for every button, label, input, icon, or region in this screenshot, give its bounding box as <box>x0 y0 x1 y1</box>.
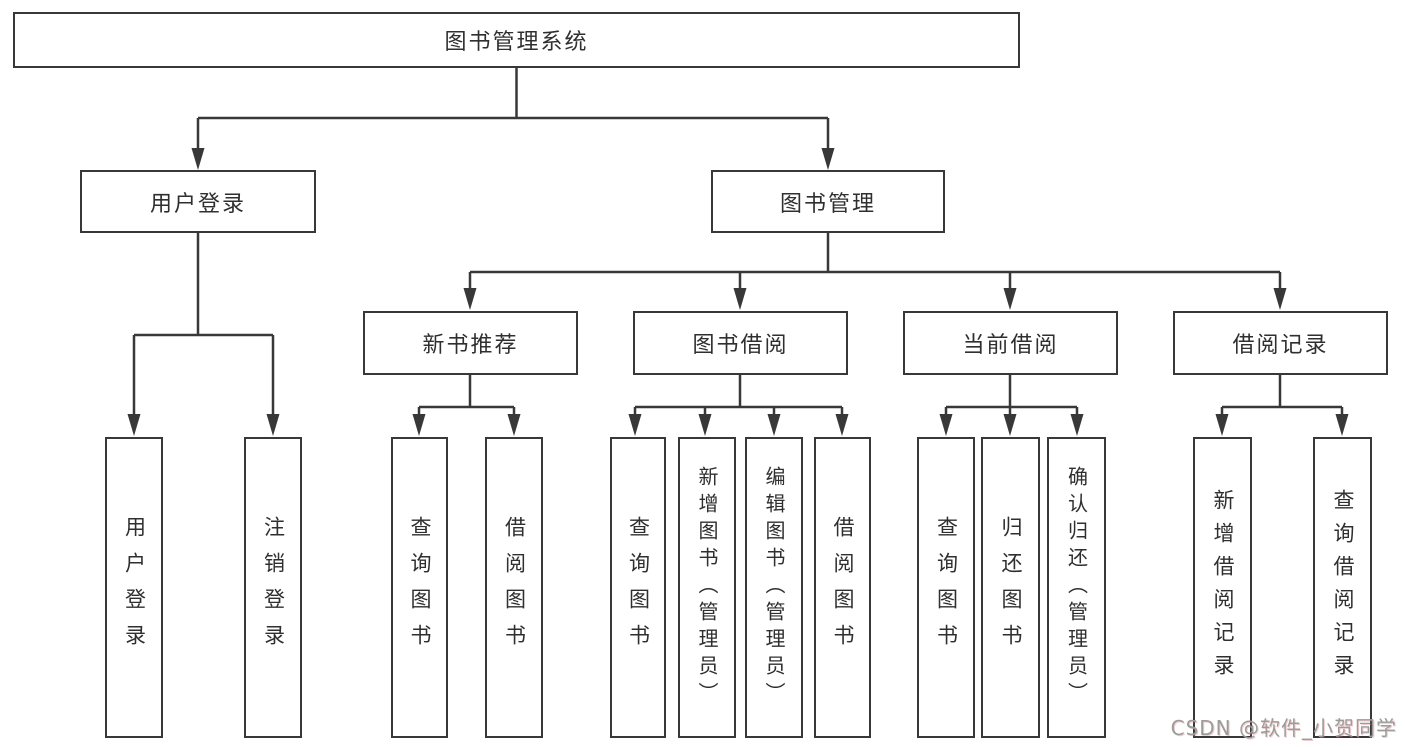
node-book-management: 图书管理 <box>711 170 945 233</box>
leaf-label: 编辑图书（管理员） <box>762 466 786 709</box>
node-book-borrow: 图书借阅 <box>633 311 848 375</box>
node-borrow-record: 借阅记录 <box>1173 311 1388 375</box>
node-label: 图书管理 <box>779 191 876 217</box>
node-label: 借阅记录 <box>1232 333 1329 358</box>
leaf-borrow-books-2: 借阅图书 <box>814 437 871 738</box>
leaf-borrow-books-1: 借阅图书 <box>485 437 543 738</box>
leaf-query-books-2: 查询图书 <box>610 437 666 738</box>
node-user-login: 用户登录 <box>80 170 316 233</box>
node-label: 新书推荐 <box>422 333 519 358</box>
csdn-watermark: CSDN @软件_小贺同学 <box>1170 716 1397 740</box>
leaf-add-borrow-record: 新增借阅记录 <box>1193 437 1252 738</box>
node-new-book-recommend: 新书推荐 <box>363 311 578 375</box>
node-label: 当前借阅 <box>962 333 1059 358</box>
leaf-confirm-return-admin: 确认归还（管理员） <box>1047 437 1106 738</box>
node-label: 图书借阅 <box>692 333 789 358</box>
leaf-label: 确认归还（管理员） <box>1064 466 1089 709</box>
node-root-library-system: 图书管理系统 <box>13 12 1020 68</box>
leaf-label: 借阅图书 <box>502 515 527 660</box>
leaf-label: 查询图书 <box>934 515 959 660</box>
leaf-label: 查询图书 <box>626 515 651 660</box>
leaf-label: 归还图书 <box>999 515 1023 660</box>
leaf-label: 借阅图书 <box>831 515 855 660</box>
node-current-borrow: 当前借阅 <box>903 311 1118 375</box>
leaf-label: 注销登录 <box>261 515 286 660</box>
leaf-label: 查询借阅记录 <box>1331 488 1355 687</box>
leaf-label: 新增图书（管理员） <box>695 466 719 709</box>
leaf-edit-books-admin: 编辑图书（管理员） <box>745 437 803 738</box>
leaf-label: 用户登录 <box>122 515 147 660</box>
leaf-label: 新增借阅记录 <box>1211 488 1235 687</box>
node-label: 用户登录 <box>149 191 246 217</box>
leaf-label: 查询图书 <box>408 515 432 660</box>
leaf-user-login: 用户登录 <box>105 437 163 738</box>
leaf-return-books: 归还图书 <box>981 437 1040 738</box>
leaf-add-books-admin: 新增图书（管理员） <box>678 437 736 738</box>
leaf-logout: 注销登录 <box>244 437 302 738</box>
leaf-query-books-3: 查询图书 <box>917 437 975 738</box>
leaf-query-books-1: 查询图书 <box>391 437 448 738</box>
leaf-query-borrow-record: 查询借阅记录 <box>1313 437 1372 738</box>
node-label: 图书管理系统 <box>444 30 589 55</box>
